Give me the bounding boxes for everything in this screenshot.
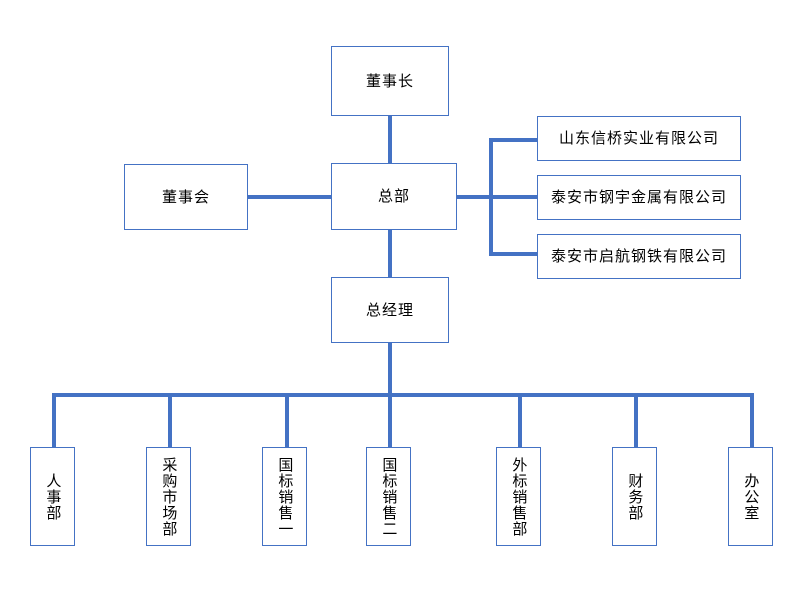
node-board-of-directors-label: 董事会 — [161, 187, 210, 206]
node-headquarters-label: 总部 — [377, 187, 410, 206]
connector-trunk-to-sub3 — [489, 252, 539, 256]
connector-bus-to-dept4 — [388, 393, 392, 448]
connector-headquarters-to-subsidiary-trunk — [456, 195, 541, 199]
node-department-finance-label: 财务部 — [626, 472, 645, 521]
node-subsidiary-shandong-xinqiao[interactable]: 山东信桥实业有限公司 — [537, 116, 741, 161]
node-department-procurement-market-label: 采购市场部 — [160, 456, 179, 537]
node-general-manager-label: 总经理 — [365, 300, 414, 319]
node-department-office-label: 办公室 — [742, 472, 761, 521]
node-chairman[interactable]: 董事长 — [331, 46, 449, 116]
node-department-procurement-market[interactable]: 采购市场部 — [146, 447, 191, 546]
connector-bus-to-dept1 — [52, 393, 56, 448]
node-department-national-standard-sales-1[interactable]: 国标销售一 — [262, 447, 307, 546]
node-general-manager[interactable]: 总经理 — [331, 277, 449, 343]
node-subsidiary-taian-qihang-label: 泰安市启航钢铁有限公司 — [550, 247, 727, 266]
node-department-human-resources-label: 人事部 — [44, 472, 63, 521]
connector-bus-to-dept2 — [168, 393, 172, 448]
node-chairman-label: 董事长 — [365, 71, 414, 90]
connector-bus-to-dept3 — [285, 393, 289, 448]
node-department-national-standard-sales-2[interactable]: 国标销售二 — [366, 447, 411, 546]
node-department-national-standard-sales-1-label: 国标销售一 — [276, 456, 295, 537]
node-department-foreign-standard-sales-label: 外标销售部 — [510, 456, 529, 537]
connector-bus-to-dept6 — [634, 393, 638, 448]
node-subsidiary-shandong-xinqiao-label: 山东信桥实业有限公司 — [558, 129, 719, 148]
connector-bus-to-dept5 — [518, 393, 522, 448]
node-department-foreign-standard-sales[interactable]: 外标销售部 — [496, 447, 541, 546]
connector-chairman-to-headquarters — [388, 116, 392, 166]
node-subsidiary-taian-gangyu[interactable]: 泰安市钢宇金属有限公司 — [537, 175, 741, 220]
node-subsidiary-taian-qihang[interactable]: 泰安市启航钢铁有限公司 — [537, 234, 741, 279]
node-department-human-resources[interactable]: 人事部 — [30, 447, 75, 546]
node-subsidiary-taian-gangyu-label: 泰安市钢宇金属有限公司 — [550, 188, 727, 207]
node-department-finance[interactable]: 财务部 — [612, 447, 657, 546]
node-department-national-standard-sales-2-label: 国标销售二 — [380, 456, 399, 537]
node-board-of-directors[interactable]: 董事会 — [124, 164, 248, 230]
connector-headquarters-to-gm — [388, 228, 392, 278]
connector-department-bus — [52, 393, 752, 397]
connector-subsidiary-trunk — [489, 138, 493, 256]
node-headquarters[interactable]: 总部 — [331, 163, 457, 230]
connector-bus-to-dept7 — [750, 393, 754, 448]
connector-trunk-to-sub1 — [489, 138, 539, 142]
connector-gm-to-bus — [388, 342, 392, 397]
node-department-office[interactable]: 办公室 — [728, 447, 773, 546]
connector-board-to-headquarters — [248, 195, 334, 199]
